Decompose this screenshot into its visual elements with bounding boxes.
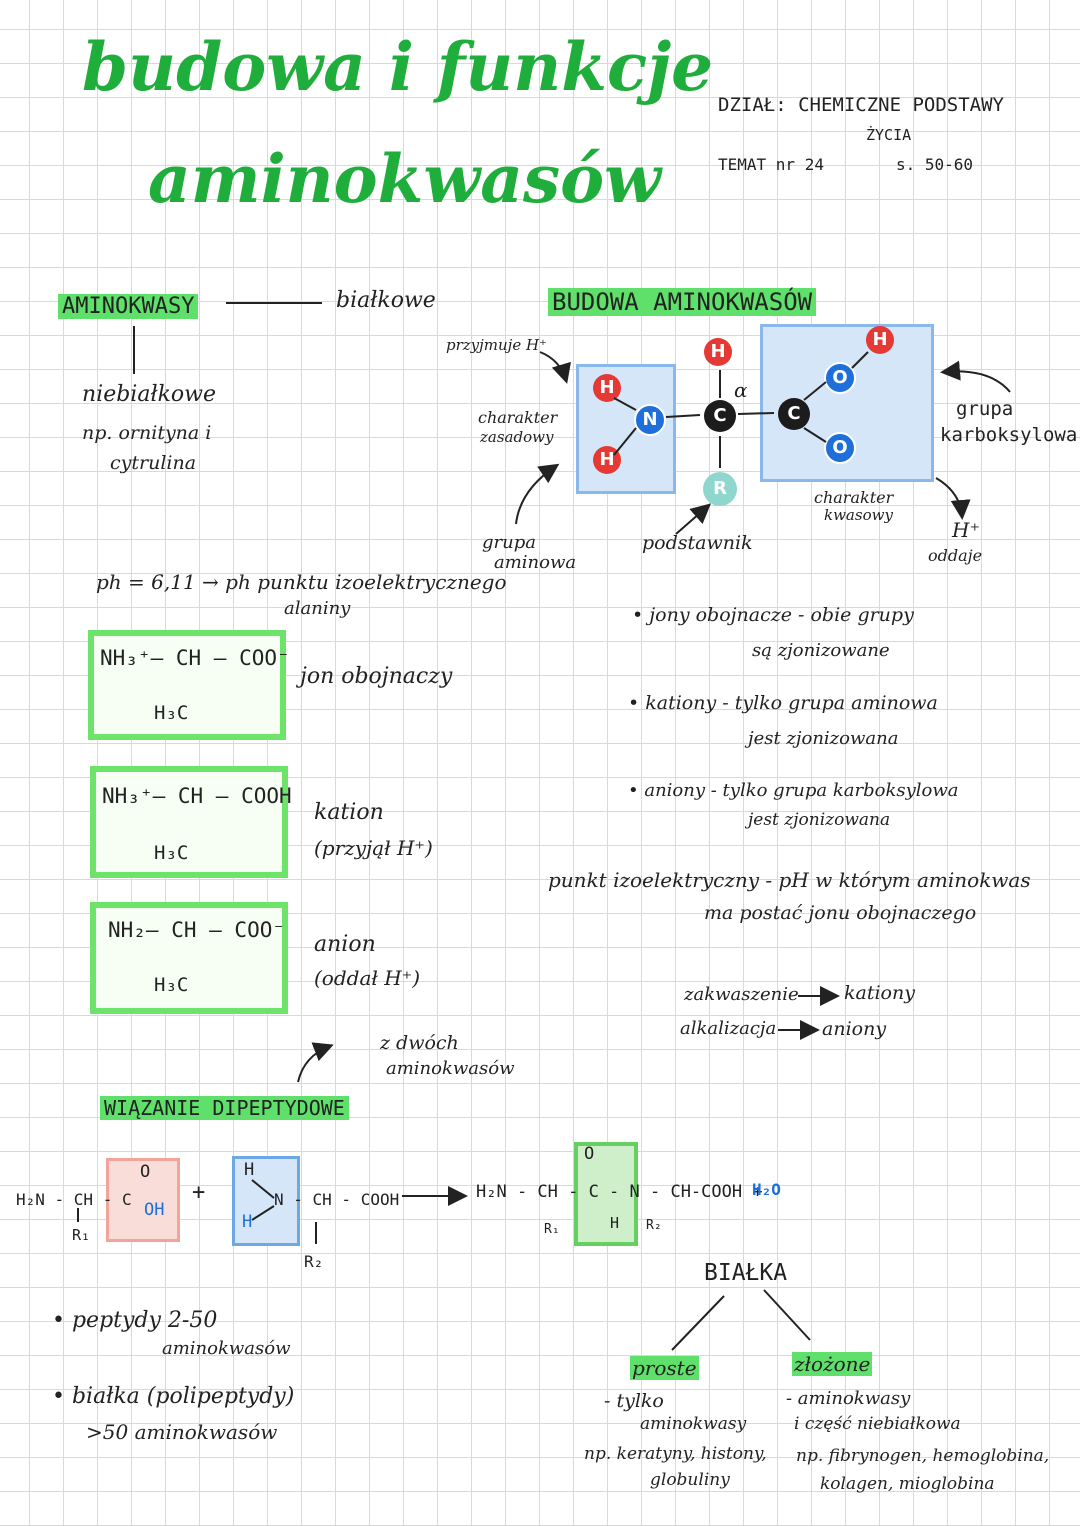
anion-note: (oddał H⁺) bbox=[314, 966, 421, 990]
cation-label: kation bbox=[314, 800, 384, 825]
section-label: DZIAŁ: CHEMICZNE PODSTAWY bbox=[718, 94, 1004, 116]
protein-branch: białkowe bbox=[336, 288, 436, 313]
nonprotein-example-1: np. ornityna i bbox=[82, 422, 212, 444]
alpha-carbon-atom: C bbox=[704, 400, 736, 432]
ion-zwitterion-1: • jony obojnacze - obie grupy bbox=[632, 604, 914, 626]
complex-desc-1: - aminokwasy bbox=[786, 1388, 911, 1409]
section-label-cont: ŻYCIA bbox=[866, 126, 912, 144]
cation-formula: NH₃⁺– CH – COOH bbox=[102, 784, 292, 808]
amino-group-label-1: grupa bbox=[482, 532, 536, 553]
reactant1-o: O bbox=[140, 1162, 151, 1182]
zwitterion-box bbox=[88, 630, 286, 740]
accepts-h-label: przyjmuje H⁺ bbox=[446, 336, 547, 354]
plus-sign: + bbox=[192, 1180, 206, 1205]
hydrogen-atom: H bbox=[704, 338, 732, 366]
complex-desc-4: kolagen, mioglobina bbox=[820, 1474, 995, 1494]
alkalization-label: alkalizacja bbox=[680, 1018, 777, 1039]
ion-zwitterion-2: są zjonizowane bbox=[752, 640, 890, 661]
dipeptide-note-2: aminokwasów bbox=[386, 1058, 515, 1079]
hydrogen-atom: H bbox=[866, 326, 894, 354]
simple-desc-2: aminokwasy bbox=[640, 1414, 747, 1434]
oxygen-atom: O bbox=[824, 362, 856, 394]
complex-desc-3: np. fibrynogen, hemoglobina, bbox=[796, 1446, 1050, 1466]
alkalization-result: aniony bbox=[822, 1018, 887, 1040]
cation-box bbox=[90, 766, 288, 878]
peptides-item: • peptydy 2-50 bbox=[52, 1308, 218, 1333]
reactant1-formula: H₂N - CH - C bbox=[16, 1190, 132, 1209]
reactant2-formula: N - CH - COOH bbox=[274, 1190, 400, 1209]
ph-note-2: alaniny bbox=[284, 598, 351, 619]
simple-desc-1: - tylko bbox=[604, 1390, 664, 1412]
product-formula: H₂N - CH - C - N - CH-COOH + bbox=[476, 1182, 763, 1202]
acidic-label-1: charakter bbox=[814, 488, 894, 507]
carboxyl-label-1: grupa bbox=[956, 398, 1014, 420]
reactant2-h1: H bbox=[244, 1160, 255, 1180]
proteins-item: • białka (polipeptydy) bbox=[52, 1384, 295, 1409]
anion-sub: H₃C bbox=[154, 974, 189, 996]
acidification-label: zakwaszenie bbox=[684, 984, 799, 1005]
proteins-heading: BIAŁKA bbox=[704, 1260, 788, 1286]
carboxyl-carbon-atom: C bbox=[778, 398, 810, 430]
reactant1-r: R₁ bbox=[72, 1226, 91, 1244]
ion-cation-1: • kationy - tylko grupa aminowa bbox=[628, 692, 938, 714]
isoelectric-definition-1: punkt izoelektryczny - pH w którym amino… bbox=[548, 868, 1031, 892]
simple-proteins-label: proste bbox=[630, 1356, 699, 1380]
ion-anion-2: jest zjonizowana bbox=[748, 810, 891, 830]
dipeptide-note-1: z dwóch bbox=[380, 1032, 459, 1054]
nonprotein-branch: niebiałkowe bbox=[82, 382, 217, 407]
ion-anion-1: • aniony - tylko grupa karboksylowa bbox=[628, 780, 959, 801]
hydrogen-atom: H bbox=[593, 374, 621, 402]
nitrogen-atom: N bbox=[634, 404, 666, 436]
structure-heading: BUDOWA AMINOKWASÓW bbox=[548, 288, 817, 316]
amino-acids-heading: AMINOKWASY bbox=[58, 294, 199, 319]
product-r1: R₁ bbox=[544, 1222, 560, 1237]
peptides-item-2: aminokwasów bbox=[162, 1338, 291, 1359]
complex-proteins-label: złożone bbox=[792, 1352, 873, 1376]
product-h: H bbox=[610, 1214, 620, 1232]
proteins-item-2: >50 aminokwasów bbox=[86, 1420, 278, 1444]
cation-note: (przyjął H⁺) bbox=[314, 836, 433, 860]
carboxyl-label-2: karboksylowa bbox=[940, 424, 1078, 446]
alpha-label: α bbox=[734, 378, 748, 402]
isoelectric-definition-2: ma postać jonu obojnaczego bbox=[704, 902, 977, 924]
product-o: O bbox=[584, 1144, 595, 1164]
anion-formula: NH₂– CH – COO⁻ bbox=[108, 918, 286, 942]
anion-label: anion bbox=[314, 932, 376, 957]
gives-label: oddaje bbox=[928, 546, 983, 565]
zwitterion-label: jon obojnaczy bbox=[300, 664, 453, 689]
amino-highlight bbox=[232, 1156, 300, 1246]
oxygen-atom: O bbox=[824, 432, 856, 464]
basic-label-1: charakter bbox=[478, 408, 558, 427]
reactant2-r: R₂ bbox=[304, 1252, 324, 1271]
cation-sub: H₃C bbox=[154, 842, 189, 864]
nonprotein-example-2: cytrulina bbox=[110, 452, 197, 474]
complex-desc-2: i część niebiałkowa bbox=[794, 1414, 961, 1434]
ph-note: ph = 6,11 → ph punktu izoelektrycznego bbox=[96, 570, 507, 594]
basic-label-2: zasadowy bbox=[480, 428, 554, 446]
amino-group-label-2: aminowa bbox=[494, 552, 577, 573]
dipeptide-heading: WIĄZANIE DIPEPTYDOWE bbox=[100, 1096, 349, 1120]
simple-desc-4: globuliny bbox=[650, 1470, 730, 1490]
carboxyl-highlight bbox=[106, 1158, 180, 1242]
zwitterion-formula: NH₃⁺– CH – COO⁻ bbox=[100, 646, 290, 670]
r-group-atom: R bbox=[703, 472, 737, 506]
pages-label: s. 50-60 bbox=[896, 155, 974, 174]
product-r2: R₂ bbox=[646, 1218, 662, 1233]
topic-label: TEMAT nr 24 bbox=[718, 155, 824, 174]
acidic-label-2: kwasowy bbox=[824, 506, 893, 524]
anion-box bbox=[90, 902, 288, 1014]
substituent-label: podstawnik bbox=[642, 532, 753, 554]
gives-h-label: H⁺ bbox=[952, 518, 980, 542]
page-title-line1: budowa i funkcje bbox=[82, 28, 714, 106]
ion-cation-2: jest zjonizowana bbox=[748, 728, 899, 749]
water-product: H₂O bbox=[752, 1180, 781, 1199]
peptide-bond-highlight bbox=[574, 1142, 638, 1246]
reactant1-oh: OH bbox=[144, 1200, 165, 1220]
reactant2-h2: H bbox=[242, 1212, 253, 1232]
zwitterion-sub: H₃C bbox=[154, 702, 189, 724]
simple-desc-3: np. keratyny, histony, bbox=[584, 1444, 767, 1464]
acidification-result: kationy bbox=[844, 982, 915, 1004]
page-title-line2: aminokwasów bbox=[148, 140, 661, 218]
